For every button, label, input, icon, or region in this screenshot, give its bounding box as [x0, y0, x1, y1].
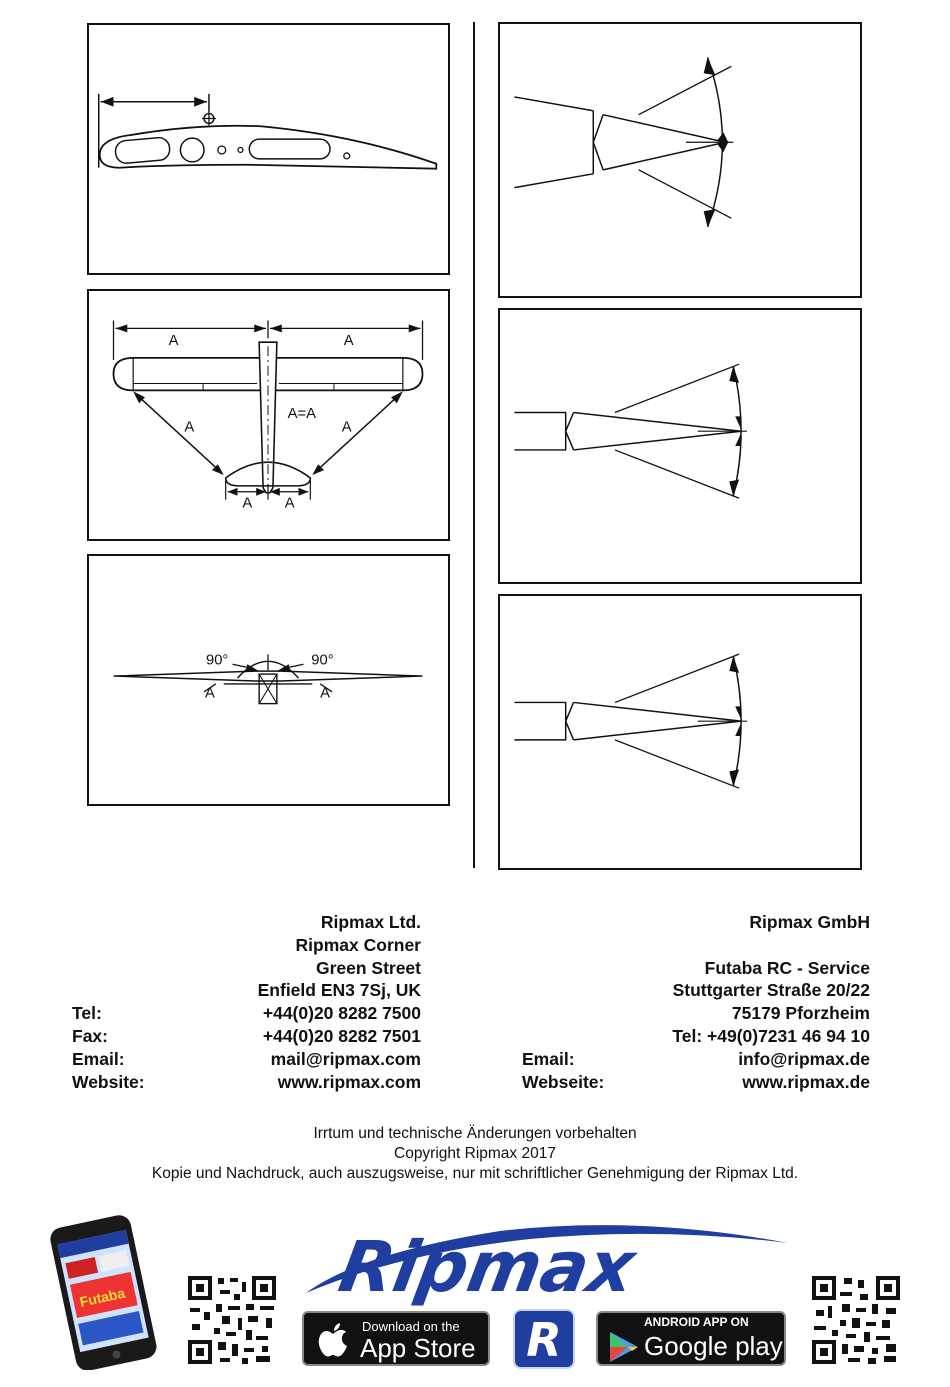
control-throw-diagram-2 — [514, 363, 748, 499]
control-throw-diagram-3 — [514, 653, 748, 789]
de-website[interactable]: www.ripmax.de — [742, 1071, 870, 1092]
control-throw-diagram-2-panel — [498, 308, 862, 584]
uk-email[interactable]: mail@ripmax.com — [270, 1048, 421, 1069]
control-throw-diagram-1-panel — [498, 22, 862, 298]
uk-address-line4: Enfield EN3 7Sj, UK — [257, 980, 421, 1001]
uk-website[interactable]: www.ripmax.com — [277, 1071, 421, 1092]
app-store-badge[interactable]: Download on the App Store — [302, 1311, 490, 1366]
alignment-diagram-panel: A A A A A=A A A — [87, 289, 450, 541]
de-address-line3: Stuttgarter Straße 20/22 — [672, 980, 870, 1001]
uk-address-line3: Green Street — [315, 957, 421, 978]
qr-code-left[interactable] — [186, 1274, 278, 1366]
legal-line-3: Kopie und Nachdruck, auch auszugsweise, … — [151, 1165, 799, 1182]
phone-image: Futaba — [44, 1212, 162, 1371]
de-company: Ripmax GmbH — [749, 912, 870, 932]
diagonal-label-right: A — [342, 420, 352, 436]
uk-fax-label: Fax: — [72, 1025, 108, 1046]
uk-tel: +44(0)20 8282 7500 — [262, 1003, 421, 1024]
dihedral-diagram: 90° 90° A A — [113, 652, 423, 705]
google-play-icon — [610, 1332, 638, 1362]
dihedral-a-left: A — [205, 686, 215, 702]
google-play-badge[interactable]: ANDROID APP ON Google play — [596, 1311, 786, 1366]
de-email[interactable]: info@ripmax.de — [738, 1048, 870, 1069]
de-address-line2: Futaba RC - Service — [704, 957, 870, 978]
app-store-big-text: App Store — [360, 1333, 476, 1363]
app-store-small-text: Download on the — [362, 1319, 460, 1334]
wing-section-diagram-panel — [87, 23, 450, 275]
control-throw-diagram-3-panel — [498, 594, 862, 870]
ripmax-logo: Ripmax — [300, 1213, 790, 1308]
de-address-line4: 75179 Pforzheim — [731, 1003, 870, 1024]
google-play-big-text: Google play — [644, 1331, 783, 1361]
angle-label-left: 90° — [206, 652, 228, 668]
alignment-diagram: A A A A A=A A A — [112, 320, 424, 512]
de-email-label: Email: — [522, 1048, 575, 1069]
address-uk: Ripmax Ltd. Ripmax Corner Green Street E… — [72, 911, 421, 1093]
uk-fax: +44(0)20 8282 7501 — [262, 1025, 421, 1046]
qr-code-right[interactable] — [810, 1274, 902, 1366]
uk-web-label: Website: — [72, 1071, 145, 1092]
dihedral-a-right: A — [320, 686, 330, 702]
uk-email-label: Email: — [72, 1048, 125, 1069]
legal-notice: Irrtum und technische Änderungen vorbeha… — [0, 1124, 950, 1184]
center-equal-label: A=A — [288, 406, 316, 422]
angle-label-right: 90° — [311, 652, 333, 668]
dihedral-diagram-panel: 90° 90° A A — [87, 554, 450, 806]
column-divider — [473, 22, 475, 868]
address-de: Ripmax GmbH Futaba RC - Service Stuttgar… — [522, 911, 870, 1093]
tail-label-left: A — [242, 496, 252, 512]
de-tel: Tel: +49(0)7231 46 94 10 — [672, 1025, 870, 1046]
ripmax-r-app-icon[interactable]: R — [513, 1309, 575, 1369]
legal-line-2: Copyright Ripmax 2017 — [394, 1145, 556, 1162]
legal-line-1: Irrtum und technische Änderungen vorbeha… — [313, 1125, 637, 1142]
ripmax-logo-text: Ripmax — [333, 1226, 643, 1307]
de-web-label: Webseite: — [522, 1071, 605, 1092]
uk-tel-label: Tel: — [72, 1003, 102, 1024]
control-throw-diagram-1 — [514, 57, 734, 228]
span-label-left: A — [169, 333, 179, 349]
uk-company: Ripmax Ltd. — [320, 912, 421, 932]
diagonal-label-left: A — [184, 420, 194, 436]
uk-address-line2: Ripmax Corner — [295, 934, 421, 955]
google-play-small-text: ANDROID APP ON — [644, 1315, 749, 1329]
r-icon-letter: R — [526, 1313, 562, 1367]
span-label-right: A — [344, 333, 354, 349]
apple-icon — [318, 1323, 347, 1357]
tail-label-right: A — [285, 496, 295, 512]
wing-section-diagram — [98, 93, 438, 170]
